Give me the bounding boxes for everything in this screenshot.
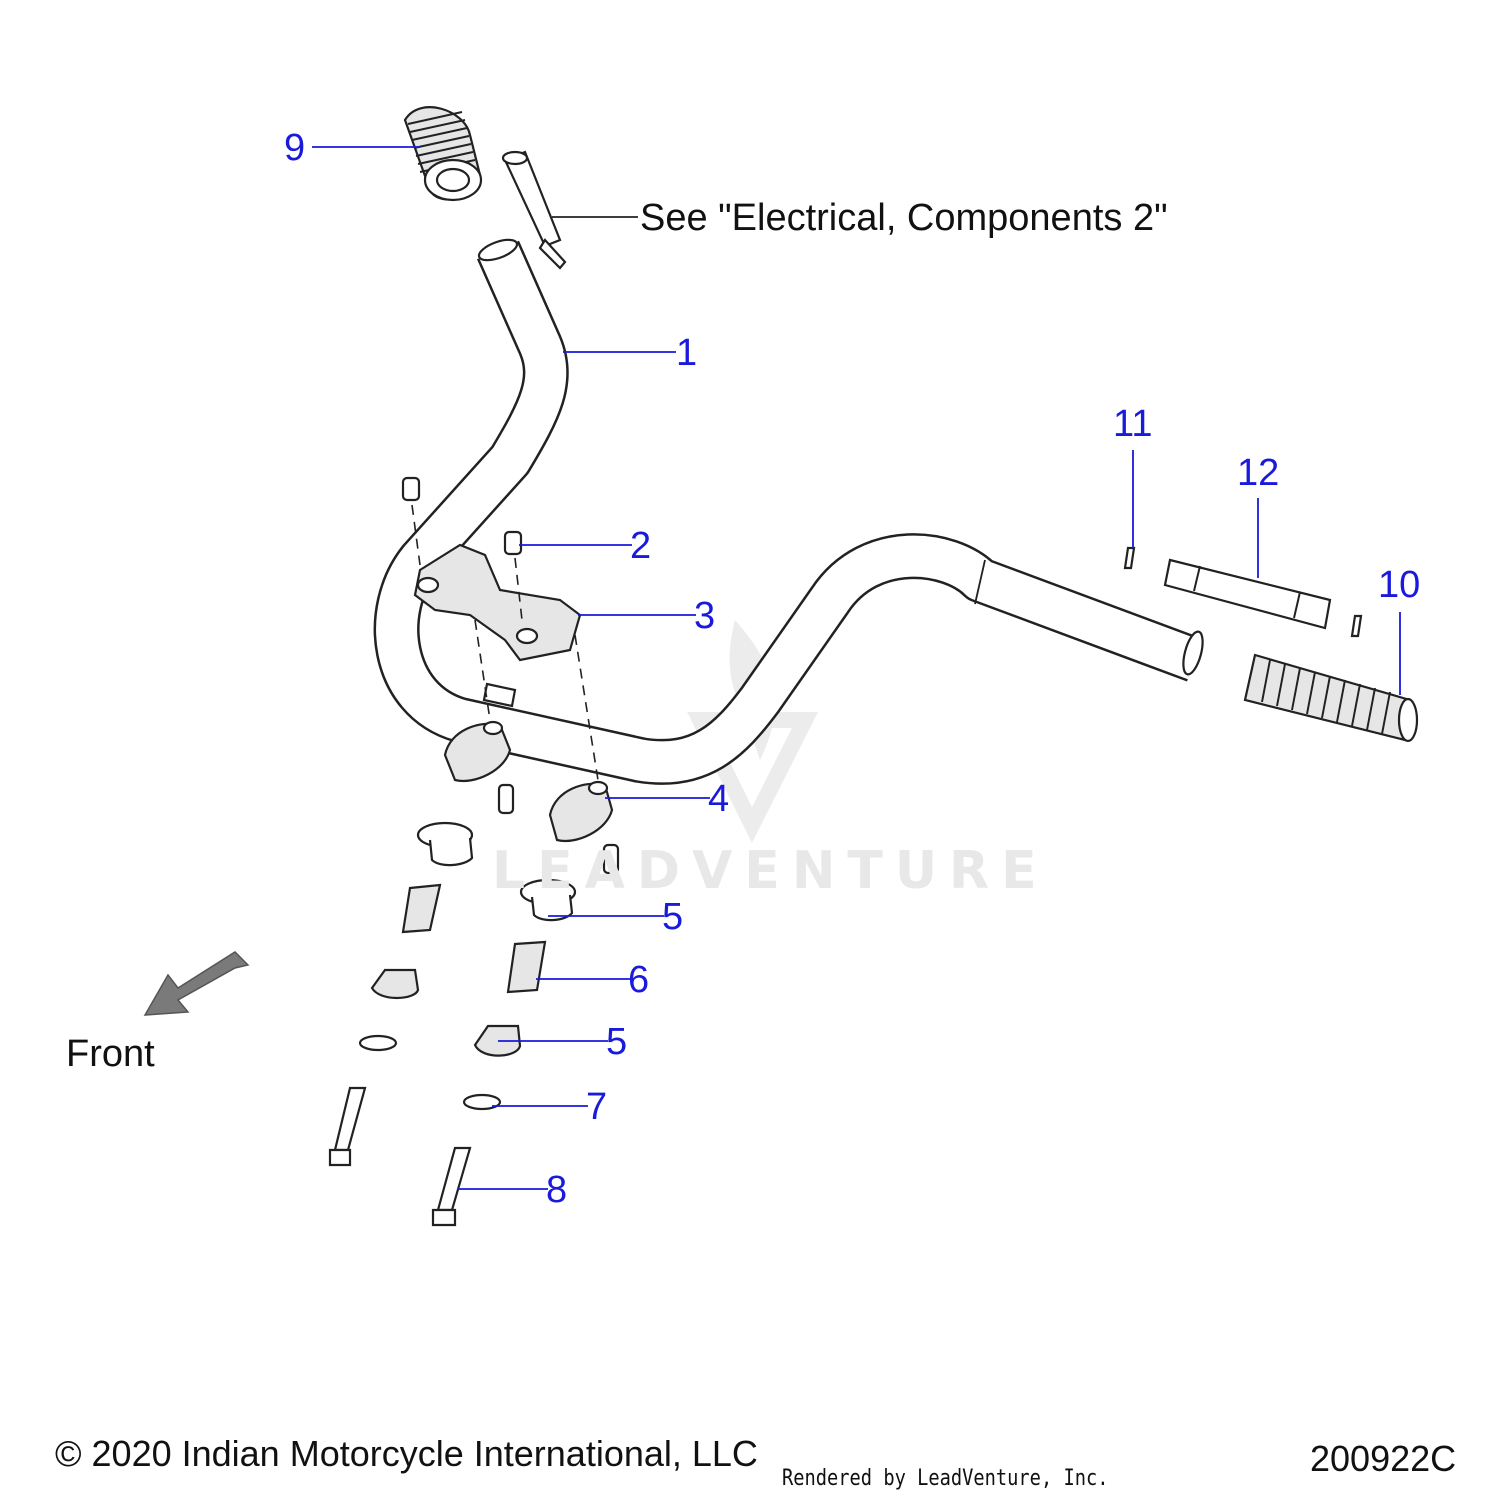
callout-2[interactable]: 2 <box>630 525 652 567</box>
left-grip <box>403 106 483 202</box>
front-arrow-icon <box>143 951 250 1016</box>
leader-lines <box>312 146 1401 1190</box>
clamp-bolts <box>401 476 523 556</box>
watermark-text: LEADVENTURE <box>492 841 1049 901</box>
rendered-by-text: Rendered by LeadVenture, Inc. <box>782 1466 1109 1491</box>
riser-bushings <box>328 821 577 1227</box>
front-label: Front <box>66 1033 155 1075</box>
throttle-component <box>501 150 567 270</box>
callout-6[interactable]: 6 <box>628 959 650 1001</box>
callout-5-upper[interactable]: 5 <box>662 896 684 938</box>
callout-11[interactable]: 11 <box>1113 403 1153 445</box>
callout-4[interactable]: 4 <box>708 778 730 820</box>
callout-7[interactable]: 7 <box>586 1086 608 1128</box>
callout-10[interactable]: 10 <box>1378 564 1421 606</box>
callout-1[interactable]: 1 <box>676 332 698 374</box>
dash-line <box>514 557 523 621</box>
handlebar <box>373 238 1204 785</box>
riser-clamp-top <box>413 543 582 662</box>
callout-8[interactable]: 8 <box>546 1169 568 1211</box>
callout-3[interactable]: 3 <box>694 595 716 637</box>
copyright-text: © 2020 Indian Motorcycle International, … <box>55 1433 758 1474</box>
diagram-code: 200922C <box>1310 1438 1457 1479</box>
riser-clamp-lower <box>443 720 620 875</box>
electrical-reference-note[interactable]: See "Electrical, Components 2" <box>640 197 1168 239</box>
dash-line <box>574 634 599 781</box>
callout-9[interactable]: 9 <box>284 127 306 169</box>
callout-5-lower[interactable]: 5 <box>606 1021 628 1063</box>
right-components <box>1123 546 1419 743</box>
callout-12[interactable]: 12 <box>1237 452 1280 494</box>
